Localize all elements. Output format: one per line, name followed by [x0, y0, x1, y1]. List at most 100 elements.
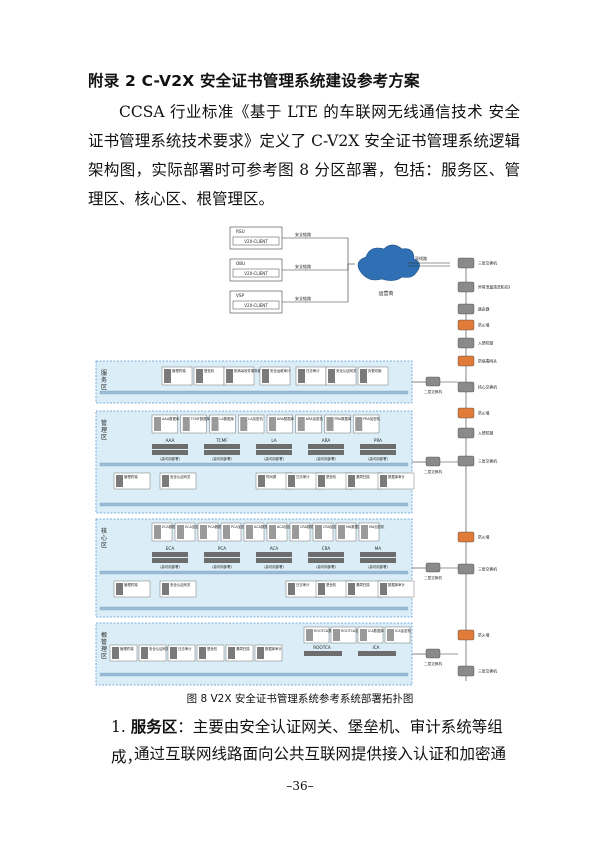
device-label: 日志审计 [178, 646, 192, 651]
device-label: PRA数据库 [335, 416, 352, 421]
network-device-icon [457, 319, 475, 331]
server-icon [380, 583, 387, 595]
server-icon [308, 552, 344, 557]
server-icon [328, 369, 335, 383]
l2-switch-label: 二层交换机 [424, 575, 442, 580]
device-label: TCMF数据库 [190, 416, 211, 421]
list-item-number: 1. [111, 718, 126, 736]
server-icon [318, 475, 325, 487]
server-icon [256, 558, 292, 563]
device-label: 安全运维审计 [270, 368, 291, 373]
zone-label: 理 [101, 646, 107, 653]
zone-label: 核 [101, 527, 107, 535]
ha-label: (高可用部署) [368, 456, 388, 461]
server-name: CRA [322, 546, 331, 551]
server-name: LA [271, 438, 276, 443]
network-device-icon [457, 303, 475, 315]
device-label: 漏洞扫描 [236, 646, 250, 651]
client-name: OBU [236, 261, 245, 266]
server-icon [162, 475, 169, 487]
server-icon [257, 647, 264, 659]
device-label: 堡垒机 [326, 582, 337, 587]
network-device-label: 防火墙 [478, 633, 490, 638]
device-label: 日志审计 [296, 474, 310, 479]
server-icon [152, 552, 188, 557]
device-label: ROOTCA加密机 [341, 628, 366, 633]
network-device-icon [457, 337, 475, 349]
zone-bus [99, 462, 409, 467]
server-icon [348, 475, 355, 487]
database-icon [269, 525, 276, 539]
server-icon [318, 583, 325, 595]
network-device-label: 入侵防御 [478, 341, 493, 346]
device-label: 安全认证网关 [149, 646, 170, 651]
list-item-continuation: 通过互联网线路面向公共互联网提供接入认证和加密通 [134, 745, 507, 763]
network-device-label: 三层交换机 [478, 669, 497, 674]
network-device-label: 防病毒网关 [478, 359, 497, 364]
server-name: ICA [372, 645, 379, 650]
l2-switch-label: 二层交换机 [424, 661, 442, 666]
l2-switch-icon [425, 456, 441, 467]
server-name: PCA [218, 546, 226, 551]
database-icon [200, 525, 207, 539]
client-name: VSP [236, 293, 245, 298]
network-device-icon [457, 355, 475, 367]
server-icon [308, 558, 344, 563]
network-device-label: 防火墙 [478, 411, 490, 416]
server-icon [308, 450, 344, 455]
server-icon [380, 475, 387, 487]
network-device-icon [457, 531, 475, 543]
server-name: ACA [270, 546, 279, 551]
database-icon [154, 525, 161, 539]
network-device-label: 防火墙 [478, 323, 490, 328]
zone-bus [99, 502, 409, 507]
device-label: ECA数据库 [162, 524, 180, 529]
server-icon [162, 583, 169, 595]
zone-label: 区 [101, 653, 107, 660]
network-device-label: 核心交换机 [478, 385, 497, 390]
dual-link-label: 双线路 [415, 255, 427, 261]
server-icon [204, 444, 240, 449]
server-icon [204, 450, 240, 455]
device-label: ICA数据库 [368, 628, 384, 633]
l2-switch-label: 二层交换机 [424, 389, 442, 394]
server-name: ECA [166, 546, 175, 551]
server-icon [304, 651, 342, 656]
database-icon [338, 525, 345, 539]
device-label: PCA加密机 [231, 524, 249, 529]
device-label: 负载均衡 [368, 368, 382, 373]
device-label: 管理终端 [124, 474, 138, 479]
ha-label: (高可用部署) [316, 456, 336, 461]
device-label: 堡垒机 [204, 368, 215, 373]
device-label: ACA数据库 [254, 524, 272, 529]
figure-caption: 图 8 V2X 安全证书管理系统参考系统部署拓扑图 [186, 693, 414, 705]
zone-bus [99, 390, 409, 395]
network-device-icon [457, 407, 475, 419]
device-label: 日志审计 [296, 582, 310, 587]
device-label: ICA加密机 [395, 628, 411, 633]
operator-label: 运营商 [378, 290, 393, 297]
server-icon [360, 444, 396, 449]
server-icon [258, 475, 265, 487]
database-icon [360, 629, 367, 641]
network-device-label: 三层交换机 [478, 261, 497, 266]
secure-link-label: 安全链路 [295, 295, 311, 301]
client-label: V2X-CLIENT [244, 239, 268, 244]
database-icon [246, 525, 253, 539]
zone-bus [99, 606, 409, 611]
zone-label: 区 [101, 384, 107, 391]
database-icon [387, 629, 394, 641]
network-device-label: 路由器 [478, 307, 490, 312]
database-icon [177, 525, 184, 539]
device-label: 堡垒机 [326, 474, 337, 479]
server-icon [228, 647, 235, 659]
database-icon [154, 417, 161, 431]
l2-switch-icon [425, 562, 441, 573]
network-device-label: 三层交换机 [478, 567, 497, 572]
client-label: V2X-CLIENT [244, 271, 268, 276]
client-name: RSU [236, 229, 245, 234]
server-name: ROOTCA [313, 645, 331, 650]
list-item-term: 服务区 [130, 718, 178, 736]
server-icon [360, 450, 396, 455]
